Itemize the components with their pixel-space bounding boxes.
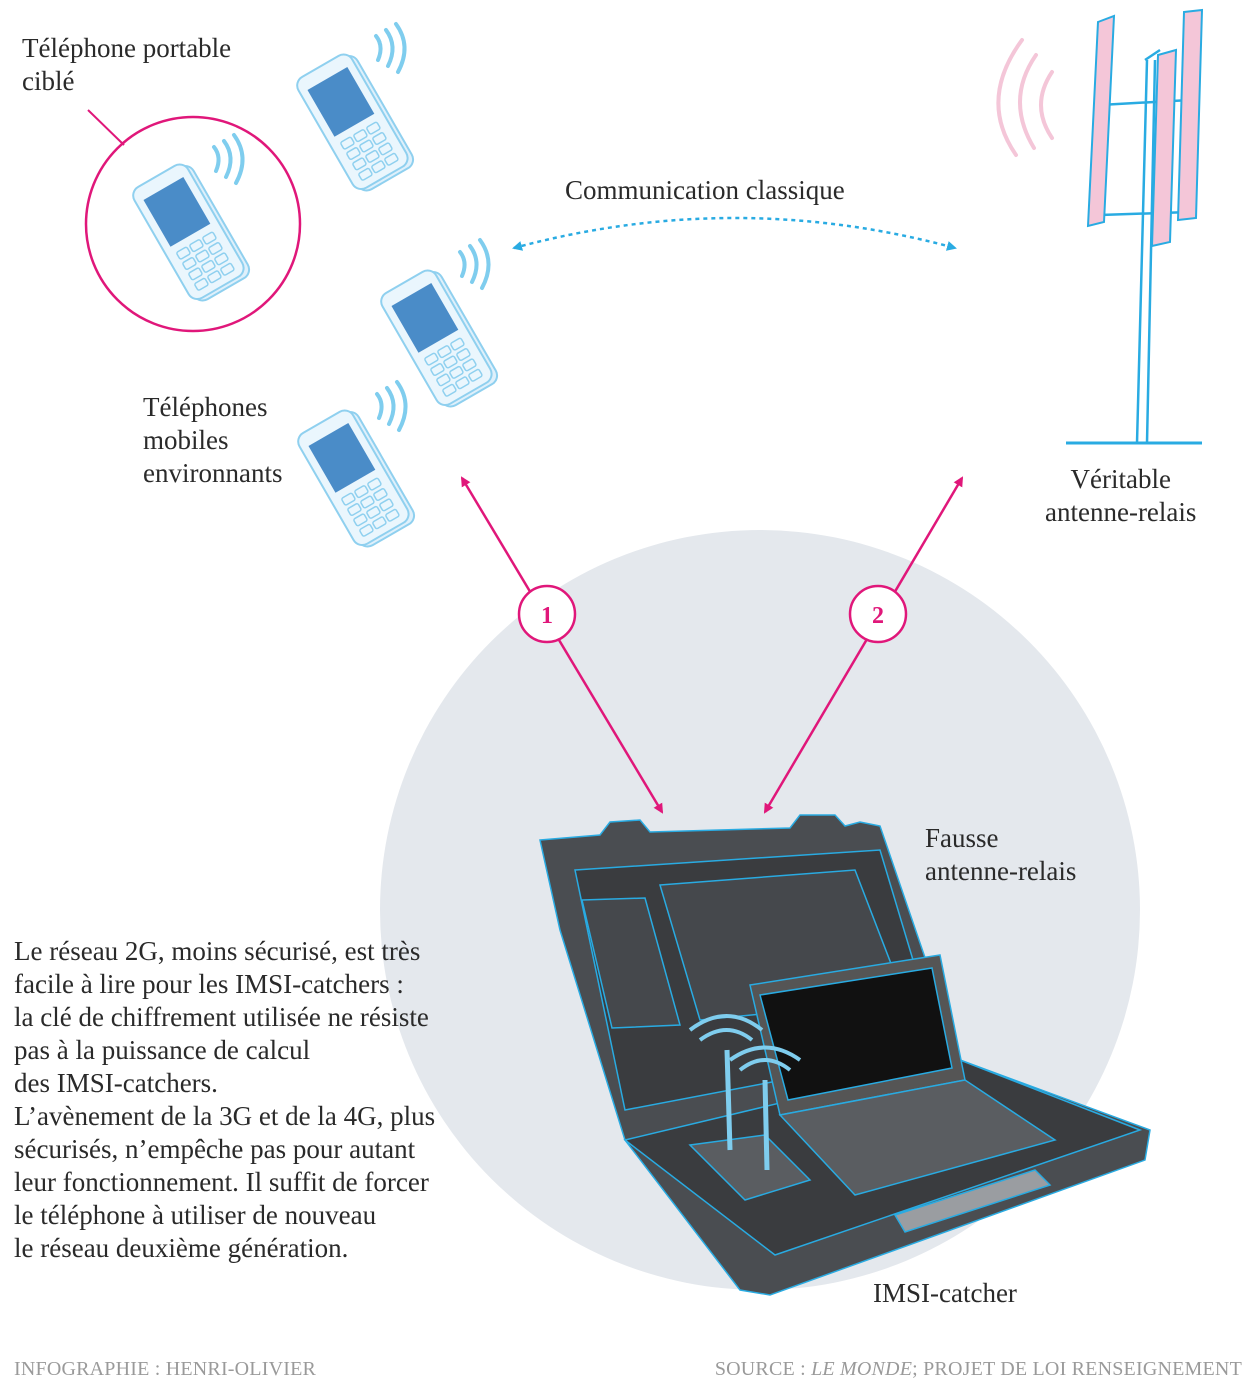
step-2-number: 2 [872, 603, 884, 629]
phone-icon-nearby-3 [293, 380, 419, 554]
step-1-badge: 1 [517, 584, 577, 644]
classic-communication-arrow [512, 216, 957, 251]
credit-source: SOURCE : LE MONDE; PROJET DE LOI RENSEIG… [715, 1358, 1242, 1381]
classic-communication-label: Communication classique [565, 175, 845, 205]
fake-tower-label: Fausse antenne-relais [925, 823, 1077, 886]
targeted-phone-circle [84, 115, 302, 333]
imsi-catcher-label: IMSI-catcher [873, 1278, 1017, 1308]
phone-icon-nearby-1 [292, 22, 418, 198]
targeted-phone-label: Téléphone portable ciblé [22, 33, 232, 96]
credit-infographic: INFOGRAPHIE : HENRI-OLIVIER [14, 1358, 317, 1380]
phone-icon-targeted [128, 133, 254, 308]
real-tower-label: Véritable antenne-relais [1045, 464, 1197, 527]
cell-tower-icon [996, 8, 1204, 445]
source-prefix: SOURCE : [714, 1358, 812, 1380]
phone-icon-nearby-2 [376, 238, 502, 414]
nearby-phones-label: Téléphones mobiles environnants [143, 392, 283, 488]
arrow-step-2 [763, 476, 964, 814]
targeted-phone-pointer [87, 109, 125, 146]
arrow-step-1 [460, 476, 664, 814]
source-suffix: ; PROJET DE LOI RENSEIGNEMENT [912, 1358, 1242, 1380]
imsi-catcher-suitcase-icon [539, 814, 1151, 1296]
explanation-text: Le réseau 2G, moins sécurisé, est très f… [14, 936, 436, 1263]
source-publication: LE MONDE [811, 1358, 913, 1380]
step-2-badge: 2 [848, 584, 908, 644]
step-1-number: 1 [541, 603, 553, 629]
